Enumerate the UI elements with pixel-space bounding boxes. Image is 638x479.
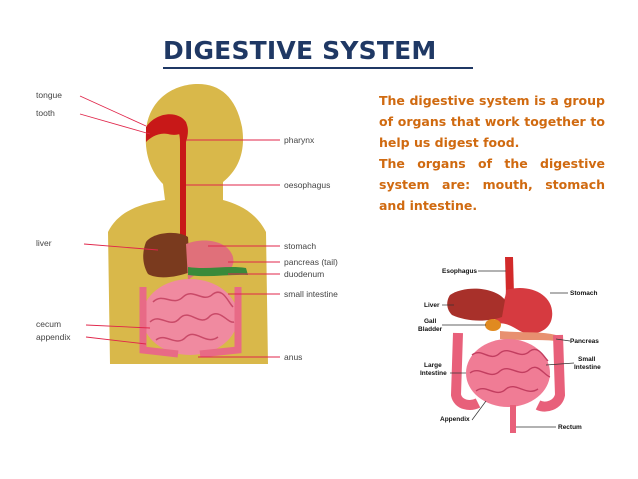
closeup-stomach	[494, 288, 553, 334]
label-appendix: appendix	[36, 332, 71, 342]
label-cecum: cecum	[36, 319, 61, 329]
closeup-label-stomach: Stomach	[570, 290, 597, 297]
closeup-small-intestine	[466, 339, 550, 407]
label-oesophagus: oesophagus	[284, 180, 330, 190]
closeup-label-large: Large	[424, 362, 442, 369]
closeup-label-small: Small	[578, 356, 596, 363]
description-text: The digestive system is a group of organ…	[379, 90, 605, 216]
closeup-label-liver: Liver	[424, 302, 440, 309]
page-title: DIGESTIVE SYSTEM	[163, 36, 473, 69]
closeup-liver	[447, 288, 505, 321]
liver-organ	[143, 232, 190, 278]
label-tooth: tooth	[36, 108, 55, 118]
closeup-label-gall: Gall	[424, 318, 436, 325]
pancreas-organ	[188, 267, 248, 277]
closeup-gall-bladder	[485, 319, 501, 331]
closeup-label-appendix: Appendix	[440, 416, 470, 423]
label-liver: liver	[36, 238, 52, 248]
label-anus: anus	[284, 352, 302, 362]
label-pancreas-tail: pancreas (tail)	[284, 257, 338, 267]
closeup-large-intestine	[450, 332, 566, 412]
closeup-label-esophagus: Esophagus	[442, 268, 477, 275]
label-small-intestine: small intestine	[284, 289, 338, 299]
esophagus-tube	[174, 119, 188, 247]
closeup-esophagus	[505, 257, 514, 295]
label-stomach: stomach	[284, 241, 316, 251]
large-intestine-organ	[139, 287, 242, 358]
small-intestine-organ	[142, 279, 238, 355]
body-digestive-diagram: tongue tooth liver cecum appendix pharyn…	[36, 84, 338, 364]
closeup-pancreas	[500, 331, 556, 341]
description-paragraph-1: The digestive system is a group of organ…	[379, 93, 605, 150]
closeup-label-small-intestine: Intestine	[574, 364, 601, 371]
closeup-label-pancreas: Pancreas	[570, 338, 599, 345]
description-paragraph-2: The organs of the digestive system are: …	[379, 156, 605, 213]
label-tongue: tongue	[36, 90, 62, 100]
label-duodenum: duodenum	[284, 269, 324, 279]
closeup-label-large-intestine: Intestine	[420, 370, 447, 377]
closeup-label-bladder: Bladder	[418, 326, 443, 333]
organs-closeup-diagram: Esophagus Stomach Liver Gall Bladder Pan…	[418, 257, 601, 433]
closeup-label-rectum: Rectum	[558, 424, 582, 431]
mouth-tongue	[146, 114, 187, 142]
closeup-rectum	[510, 405, 516, 433]
label-pharynx: pharynx	[284, 135, 315, 145]
